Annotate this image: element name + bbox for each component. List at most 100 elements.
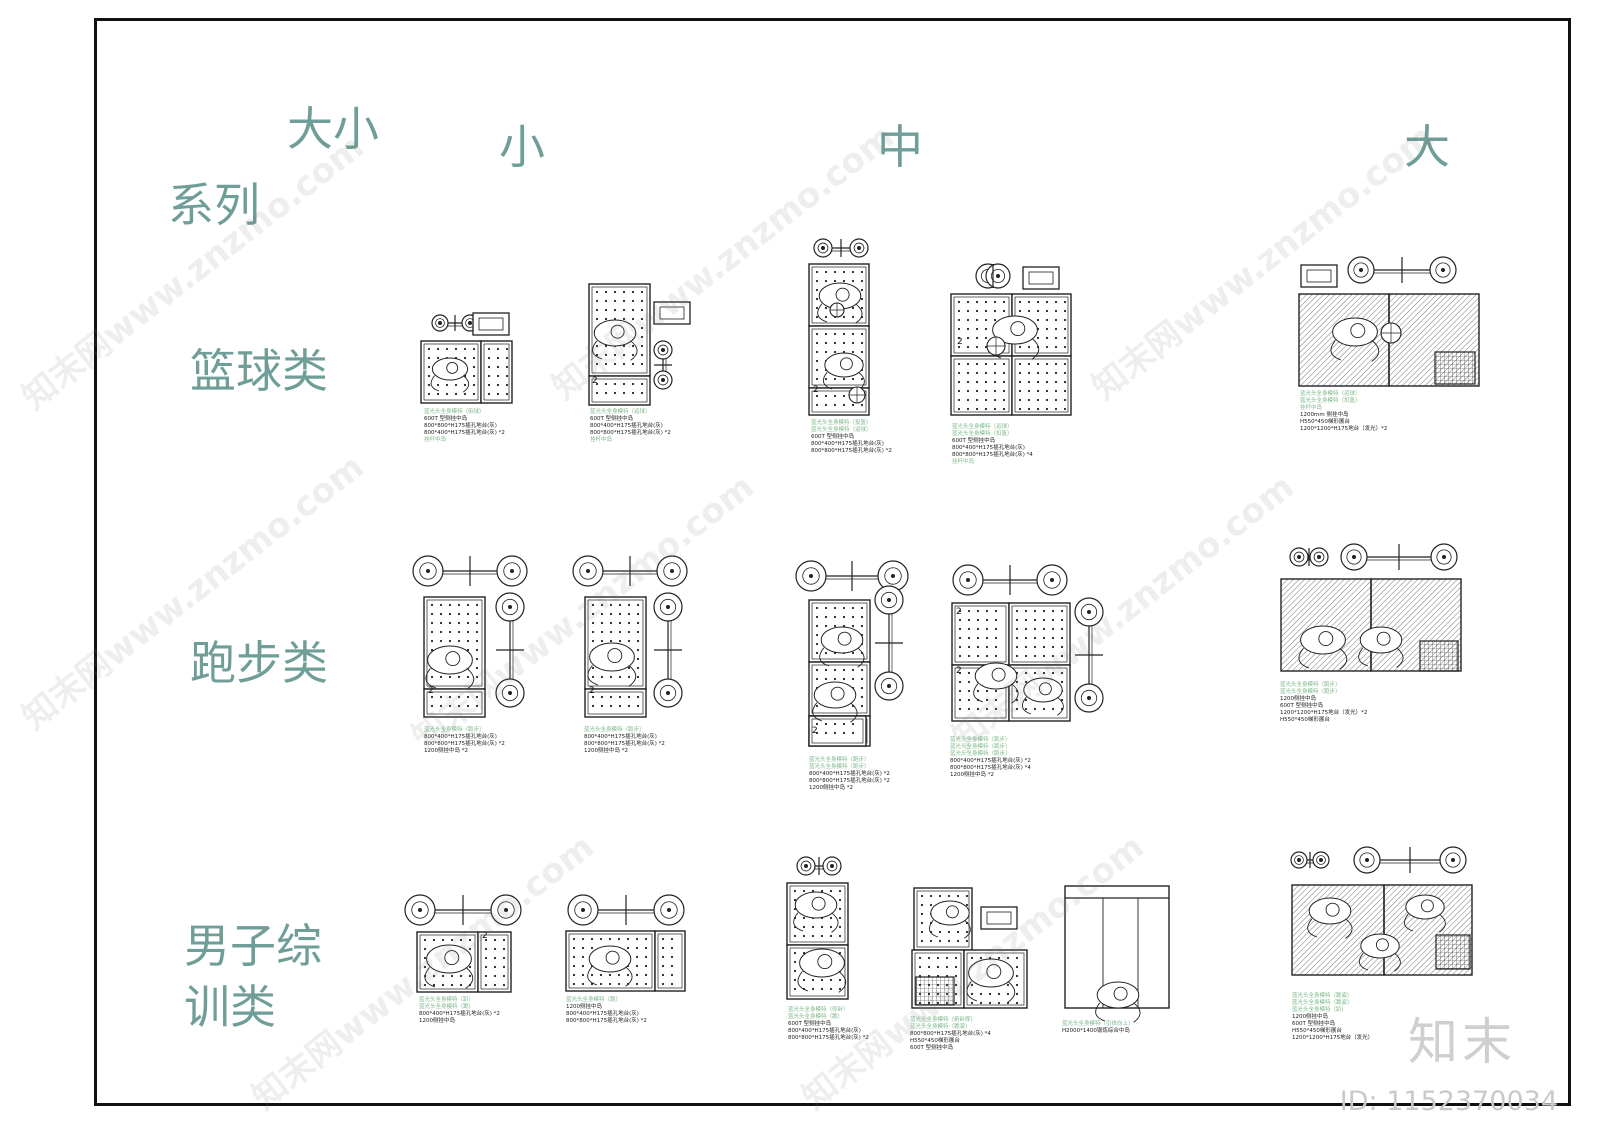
spec-note-line: 1200侧挂中岛 *2: [809, 785, 853, 791]
rack-base: [667, 908, 671, 912]
mannequin-figure: [1023, 677, 1063, 703]
platform-inner: [1011, 667, 1068, 719]
mannequin-head: [1375, 938, 1389, 952]
spec-note-line: 蓝光头全身模特（运球）: [811, 427, 872, 433]
mannequin-head: [986, 964, 1002, 980]
spec-note-line: 800*800*H175插孔地台(灰) *4: [952, 452, 1033, 458]
rack-base: [581, 908, 585, 912]
rack-base: [802, 567, 820, 585]
spec-note-line: 蓝光头全身模特（扣篮）: [1300, 398, 1361, 404]
mannequin-limbs: [430, 375, 470, 393]
platform-inner: [591, 286, 648, 374]
platform-peg-holes: [572, 937, 648, 986]
platform-inner: [953, 358, 1010, 413]
t-rack: [1022, 266, 1060, 290]
rack-base: [1043, 571, 1061, 589]
rack-base: [800, 860, 812, 872]
rack-base: [1353, 262, 1369, 278]
spec-note-line: 800*400*H175插孔地台(灰): [952, 445, 1025, 451]
spec-note-line: 挂杆中岛: [590, 437, 613, 443]
rack-base: [804, 864, 808, 868]
spec-note-line: 800*400*H175插孔地台(灰) *2: [424, 430, 505, 436]
row-men-training-1: 男子综: [184, 919, 322, 973]
platform-peg-holes: [815, 722, 855, 735]
spec-note-line: 800*400*H175插孔地台(灰): [566, 1011, 639, 1017]
t-rack: [986, 911, 1012, 925]
notes-running-small-1: 蓝光头全身模特（跑步）800*400*H175插孔地台(灰)800*800*H1…: [424, 727, 505, 755]
mannequin-limbs: [587, 665, 637, 687]
platform-step-mark: 2: [956, 666, 962, 676]
rack-base: [1087, 610, 1091, 614]
rack-base: [1445, 852, 1461, 868]
notes-men-small-1: 蓝光头全身模特（趴）蓝光头全身模特（跪）800*400*H175插孔地台(灰) …: [419, 997, 500, 1025]
rack-base: [1352, 555, 1356, 559]
platform-peg-holes: [595, 382, 644, 395]
platform-inner: [568, 933, 653, 989]
t-rack: [1028, 271, 1054, 285]
spec-note-line: 800*800*H175插孔地台(灰): [424, 423, 497, 429]
mannequin-figure: [813, 681, 857, 709]
spec-note-line: 1200侧挂中岛 *2: [424, 748, 468, 754]
rack-base: [966, 578, 970, 582]
basketball-seam: [1381, 323, 1401, 343]
notes-running-medium-1: 蓝光头全身模特（跑步）蓝光头全身模特（跑步）800*400*H175插孔地台(灰…: [809, 757, 890, 792]
rack-base: [1359, 852, 1375, 868]
column-large: 大: [1404, 120, 1450, 174]
spec-note-line: 800*800*H175插孔地台(灰) *2: [590, 430, 671, 436]
rack-base: [503, 562, 521, 580]
spec-note-line: 蓝光头全身模特（跑步）: [584, 727, 645, 733]
trapezoid-stand: [1419, 640, 1459, 672]
spec-note-line: 600T 型侧挂中岛: [788, 1021, 832, 1027]
rack-base: [959, 571, 977, 589]
platform-step-mark: 2: [813, 385, 819, 395]
spec-note-line: H550*450梯形展台: [1300, 419, 1350, 425]
lit-platform: [1280, 578, 1372, 672]
notes-running-medium-2: 蓝光头全身模特（跑步）蓝光头全身模特（跑步）蓝光头全身模特（跑步）800*400…: [950, 737, 1031, 779]
rack-base: [468, 321, 472, 325]
t-rack: [1306, 269, 1332, 283]
spec-note-line: 800*400*H175插孔地台(灰): [424, 734, 497, 740]
row-men-training-2: 训类: [184, 980, 276, 1034]
mannequin-head: [837, 631, 852, 646]
spec-note-line: 挂杆中岛: [952, 459, 975, 465]
platform-step-mark: 2: [428, 686, 434, 696]
platform: [584, 688, 647, 718]
rack-base: [1087, 696, 1091, 700]
mannequin-limbs: [966, 981, 1016, 1003]
rack-base: [809, 574, 813, 578]
mannequin-figure: [431, 357, 469, 381]
rack-base: [659, 684, 677, 702]
mannequin-figure: [820, 626, 864, 654]
spec-note-line: H2000*1400锻炼综合中岛: [1062, 1028, 1130, 1034]
rack-base: [1080, 603, 1098, 621]
rack-base: [504, 908, 508, 912]
mannequin-head: [1376, 631, 1391, 646]
spec-note-line: 蓝光头全身模特（投篮）: [811, 420, 872, 426]
spec-note-line: 1200侧挂中岛 *2: [950, 772, 994, 778]
rack-base: [670, 569, 674, 573]
mannequin-figure: [968, 958, 1014, 988]
spec-note-line: 800*400*H175插孔地台(灰) *2: [419, 1011, 500, 1017]
spec-note-line: 1200侧挂中岛: [419, 1018, 455, 1024]
platform-step-mark: 2: [812, 726, 818, 736]
size-series-title-2: 系列: [168, 178, 260, 232]
spec-note-line: 800*400*H175插孔地台(灰) *2: [809, 771, 890, 777]
column-small: 小: [499, 120, 545, 174]
platform-inner: [423, 343, 479, 401]
spec-note-line: 1200侧挂中岛 *2: [584, 748, 628, 754]
platform-inner: [483, 343, 510, 401]
platform-peg-holes: [957, 362, 1006, 411]
mannequin-limbs: [812, 702, 858, 723]
rack-base: [426, 569, 430, 573]
rack-base: [891, 574, 895, 578]
rack-base: [666, 605, 670, 609]
spec-note-line: 800*800*H175插孔地台(灰) *4: [950, 765, 1031, 771]
platform-inner: [811, 266, 867, 324]
spec-note-line: 蓝光头全身模特（跑步）: [424, 727, 485, 733]
platform-inner: [1011, 605, 1068, 663]
rack-base: [1080, 689, 1098, 707]
